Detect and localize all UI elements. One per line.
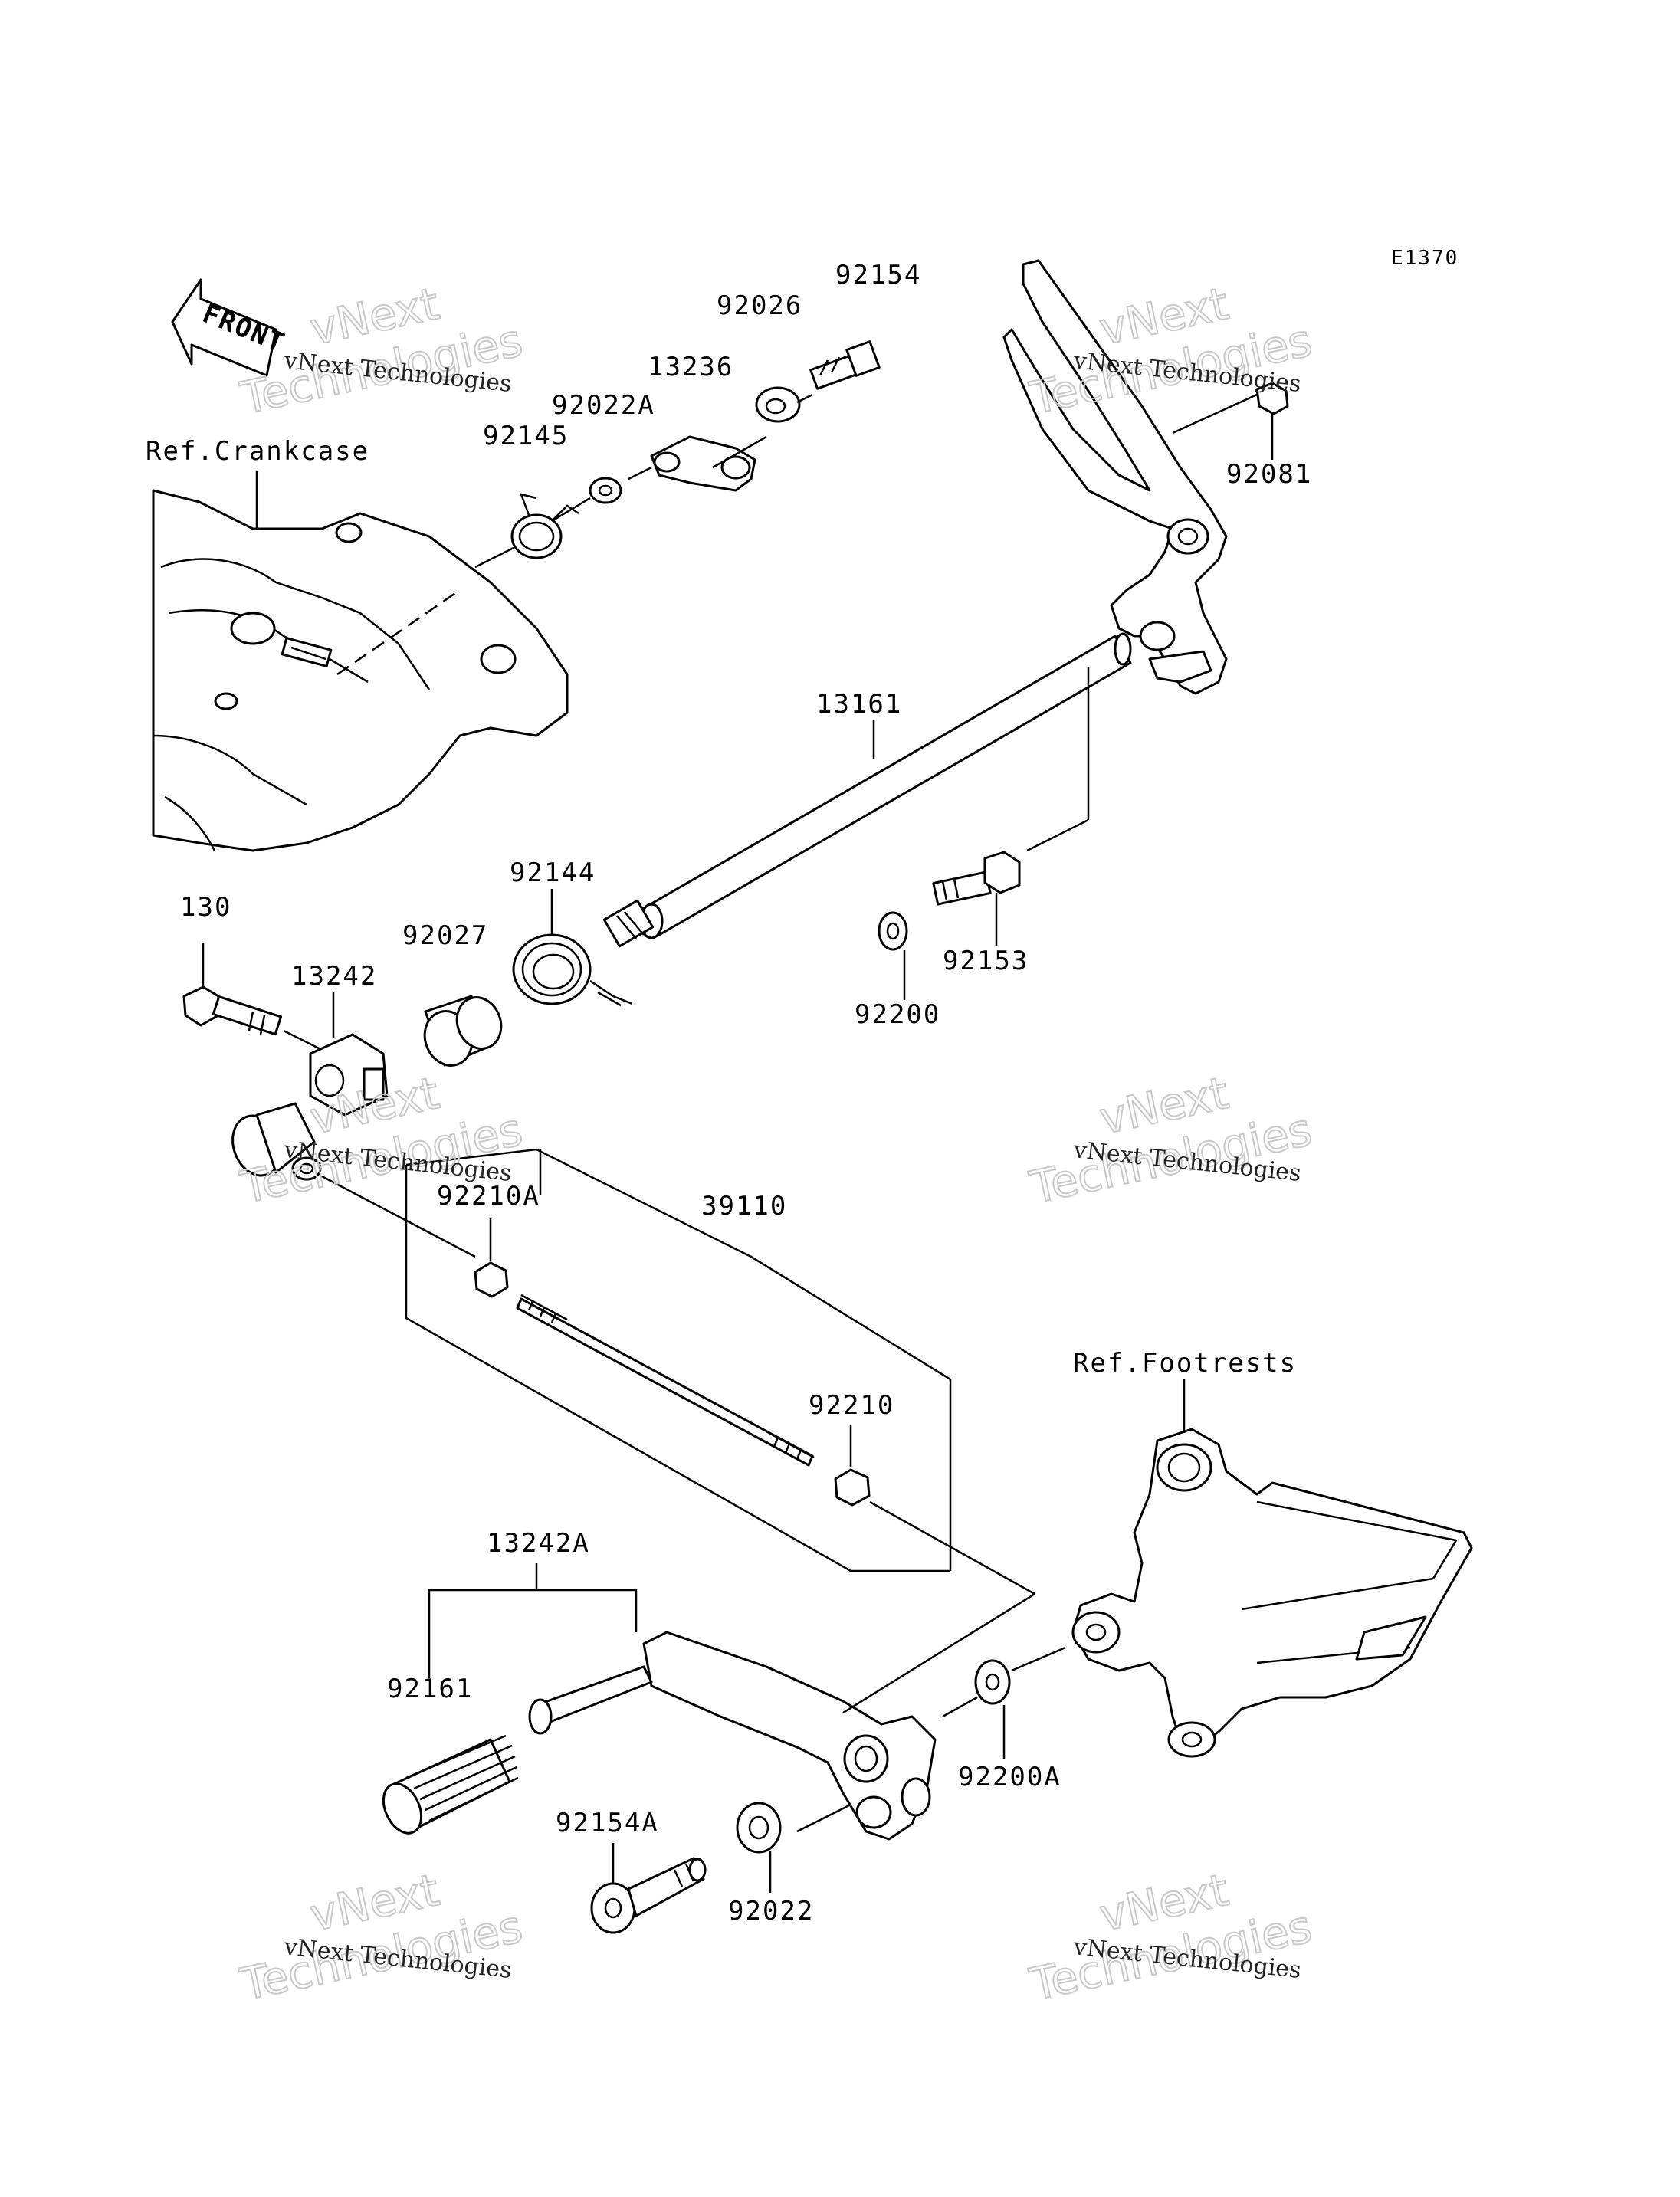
shift-fork-13161-head (1002, 259, 1228, 695)
label-92154: 92154 (835, 260, 921, 290)
footrest-bracket (1071, 1379, 1473, 1758)
shift-pedal-13242A (428, 1563, 1035, 1841)
watermark-6: vNext Technologies vNext Technologies (1025, 1863, 1317, 2012)
bolt-92154 (809, 340, 881, 390)
watermark-4: vNext Technologies vNext Technologies (1025, 1066, 1317, 1215)
clamp-13242 (309, 992, 389, 1117)
washer-92200 (878, 911, 908, 1000)
label-13242: 13242 (291, 961, 377, 992)
label-92161: 92161 (387, 1674, 473, 1704)
nut-92210 (834, 1425, 1035, 1595)
label-92210: 92210 (809, 1390, 894, 1421)
label-92210A: 92210A (437, 1181, 540, 1212)
label-13242A: 13242A (487, 1528, 590, 1559)
label-92200: 92200 (855, 999, 940, 1030)
label-13236: 13236 (648, 352, 733, 382)
bolt-92154A (590, 1843, 707, 1934)
washer-92200A (942, 1646, 1066, 1759)
shaft-13161 (602, 632, 1132, 948)
label-92144: 92144 (510, 857, 596, 888)
washer-92022 (736, 1802, 782, 1893)
rod-joint-end (231, 1102, 476, 1258)
collar-92027 (423, 995, 503, 1067)
label-92022: 92022 (728, 1896, 814, 1926)
front-arrow-icon: FRONT (171, 278, 290, 377)
crankcase-drawing (152, 489, 569, 852)
bolt-130 (182, 943, 323, 1051)
pedal-rubber-92161 (382, 1734, 519, 1835)
label-92145: 92145 (483, 421, 569, 451)
label-92026: 92026 (717, 290, 802, 321)
rod-39110 (516, 1294, 815, 1467)
label-92022A: 92022A (552, 390, 655, 421)
washer-92022A (551, 477, 622, 523)
watermark-5: vNext Technologies vNext Technologies (235, 1863, 528, 2012)
arm-13236 (628, 435, 767, 492)
spring-92144 (512, 889, 633, 1007)
rod-bracket-39110 (405, 1148, 952, 1572)
nut-92081 (1172, 382, 1289, 460)
spring-92145 (474, 493, 579, 569)
ref-crankcase-label: Ref.Crankcase (146, 436, 369, 467)
nut-92210A (474, 1218, 509, 1298)
washer-92026 (755, 386, 813, 423)
label-39110: 39110 (701, 1191, 787, 1221)
bolt-92153 (932, 851, 1021, 946)
label-13161: 13161 (816, 689, 902, 720)
label-92200A: 92200A (958, 1762, 1061, 1792)
label-92153: 92153 (943, 946, 1029, 976)
label-92027: 92027 (402, 920, 488, 951)
label-92081: 92081 (1226, 459, 1312, 490)
diagram-code: E1370 (1391, 247, 1459, 270)
label-130: 130 (180, 892, 231, 923)
label-92154A: 92154A (556, 1808, 659, 1838)
ref-footrests-label: Ref.Footrests (1073, 1348, 1297, 1379)
